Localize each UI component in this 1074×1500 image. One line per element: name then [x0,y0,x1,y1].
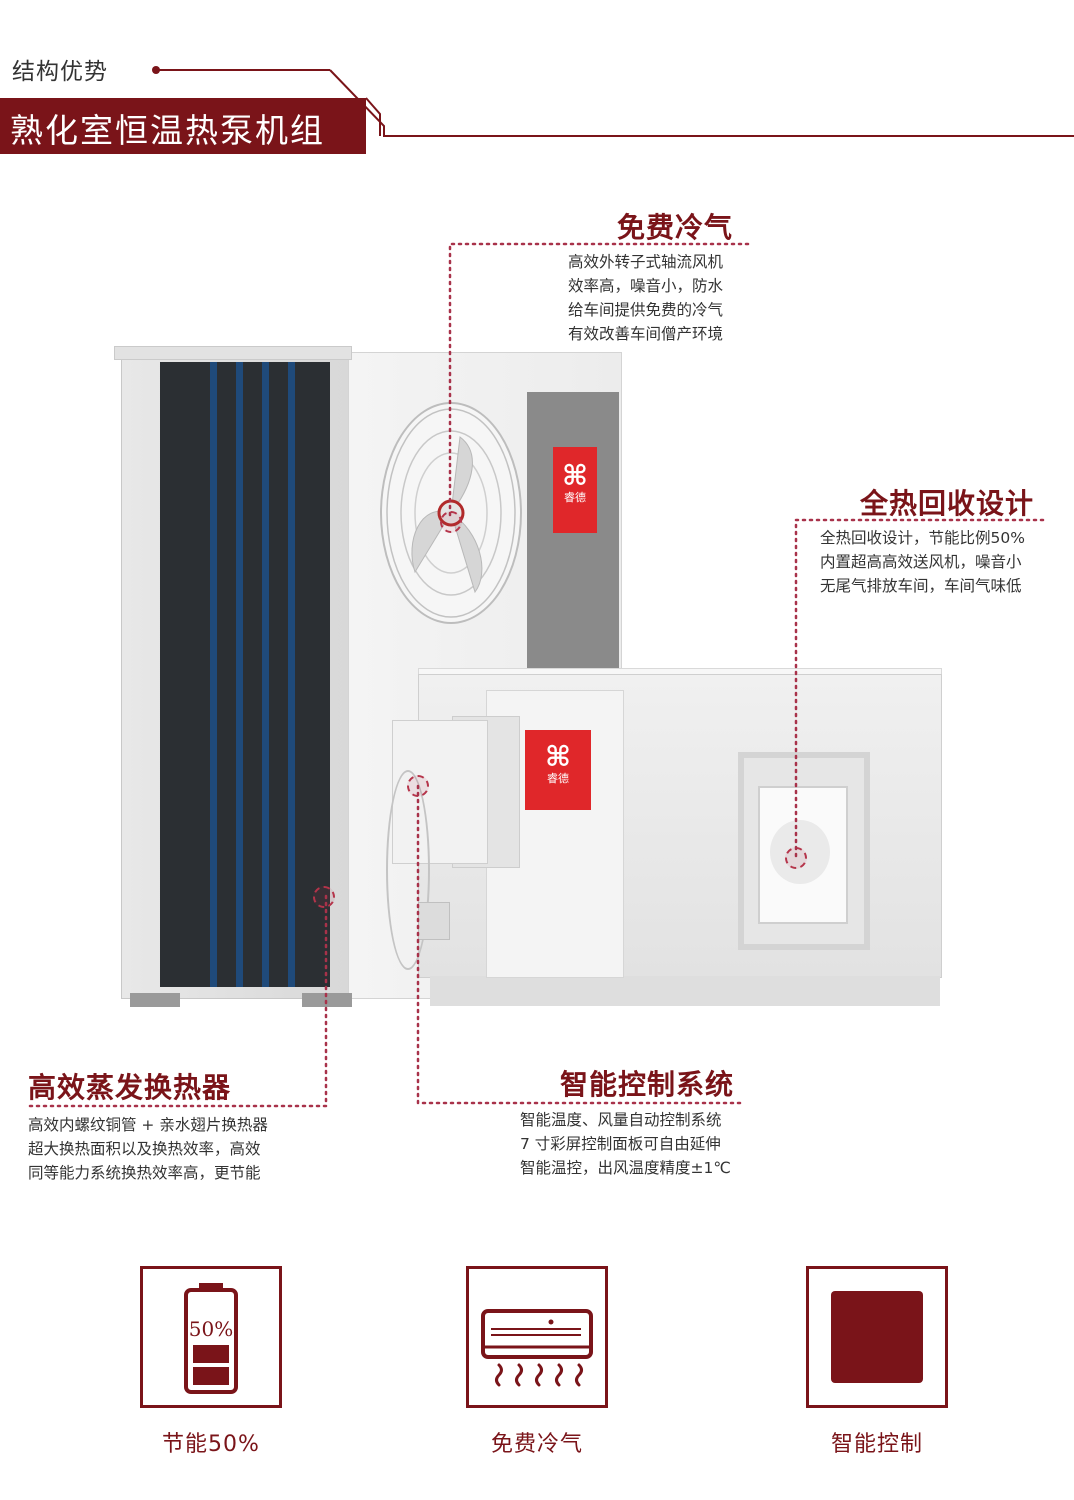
callout-title-control: 智能控制系统 [560,1068,735,1101]
callout-text-control: 智能温度、风量自动控制系统 7 寸彩屏控制面板可自由延伸 智能温控，出风温度精度… [520,1111,731,1177]
callout-text-free-cooling: 高效外转子式轴流风机 效率高，噪音小，防水 给车间提供免费的冷气 有效改善车间僧… [568,253,724,343]
svg-text:50%: 50% [189,1317,233,1341]
fan-icon [386,408,516,618]
hotspot-marker [440,511,462,533]
section-title: 熟化室恒温热泵机组 [10,111,325,150]
section-subtitle: 结构优势 [12,59,108,85]
foot [302,993,352,1007]
battery-icon: 50% [184,1283,238,1394]
coil-tube [288,362,295,987]
evaporator-coil [160,362,330,987]
feature-energy-saving: 50% [140,1266,282,1408]
brand-logo: ⌘ 睿德 [553,447,597,533]
indoor-unit-base [430,976,940,1006]
leader-lines [28,242,1045,1108]
foot [130,993,180,1007]
lower-fan-grille [386,770,430,970]
feature-label-energy-saving: 节能50% [162,1432,260,1457]
heat-pump-top [114,346,352,360]
brand-logo: ⌘ 睿德 [525,730,591,810]
callout-text-heat-recovery: 全热回收设计，节能比例50% 内置超高高效送风机，噪音小 无尾气排放车间，车间气… [820,529,1025,595]
heat-pump-panel [527,392,619,678]
feature-smart-control [806,1266,948,1408]
callout-title-evaporator: 高效蒸发换热器 [28,1071,232,1104]
feature-label-free-cooling: 免费冷气 [490,1432,583,1457]
control-panel-icon [831,1291,923,1383]
feature-label-smart-control: 智能控制 [830,1432,923,1457]
air-conditioner-icon [481,1309,593,1387]
callout-title-heat-recovery: 全热回收设计 [860,487,1035,520]
feature-free-cooling [466,1266,608,1408]
hotspot-marker [313,886,335,908]
callout-text-evaporator: 高效内螺纹铜管 + 亲水翅片换热器 超大换热面积以及换热效率，高效 同等能力系统… [28,1116,268,1182]
title-bar [0,98,366,154]
coil-tube [210,362,217,987]
callout-title-free-cooling: 免费冷气 [617,211,734,244]
air-outlet [758,786,848,924]
coil-tube [236,362,243,987]
coil-tube [262,362,269,987]
